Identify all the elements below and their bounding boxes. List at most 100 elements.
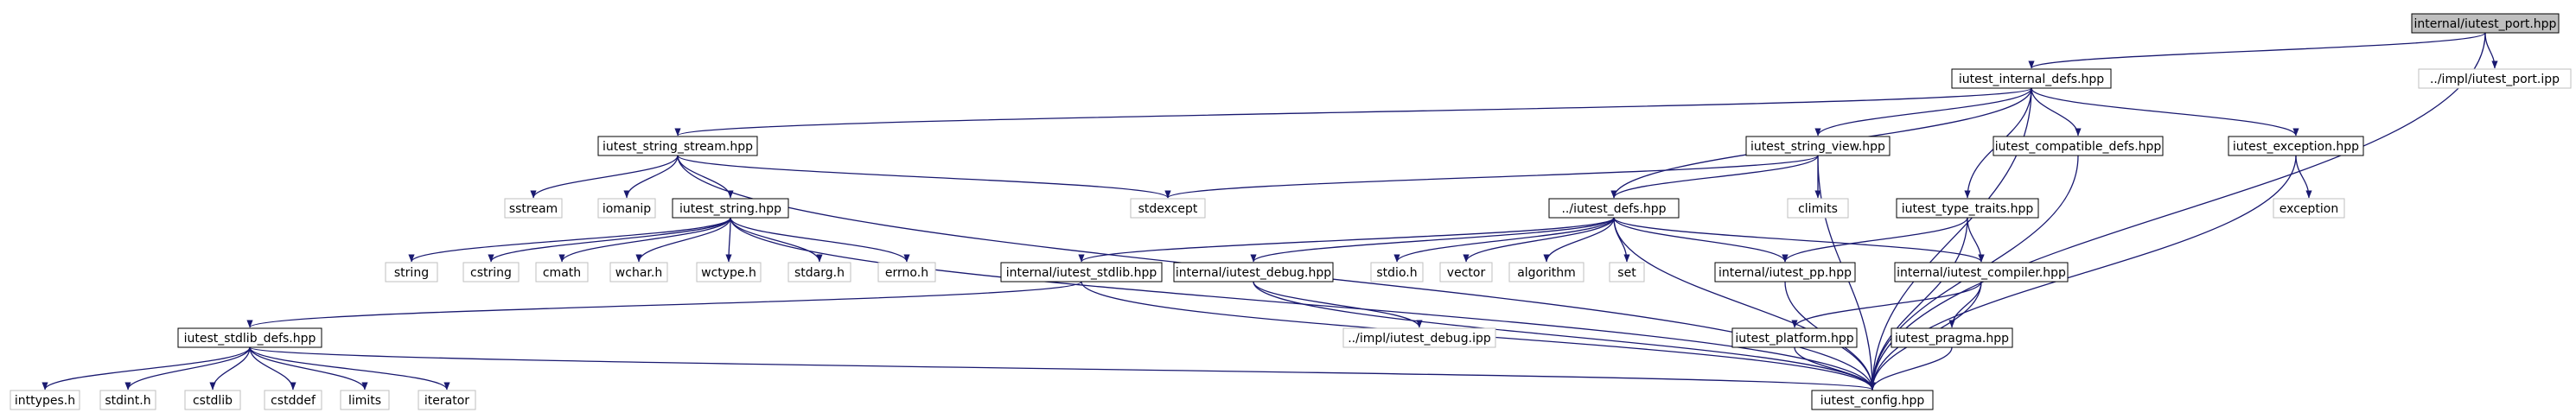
node-wctype: wctype.h (696, 262, 762, 283)
node-box-stdlib_defs (177, 327, 322, 348)
node-compatible_defs[interactable]: iutest_compatible_defs.hpp (1993, 136, 2164, 156)
node-box-stdarg (787, 262, 851, 283)
node-platform_hpp[interactable]: iutest_platform.hpp (1731, 327, 1858, 348)
node-label-impl_debug: ../impl/iutest_debug.ipp (1348, 332, 1491, 346)
node-stdarg: stdarg.h (787, 262, 851, 283)
node-impl_port: ../impl/iutest_port.ipp (2418, 68, 2572, 89)
node-pp_hpp[interactable]: internal/iutest_pp.hpp (1714, 262, 1856, 283)
node-box-exception_hpp (2228, 136, 2364, 156)
edge-iutest_defs-to-stdio (1393, 217, 1615, 263)
edge-string_stream-to-stdexcept (677, 155, 1171, 199)
node-label-type_traits: iutest_type_traits.hpp (1902, 202, 2034, 216)
node-iterator: iterator (418, 390, 476, 410)
edge-stdlib_defs-to-limits (249, 346, 368, 390)
edge-iutest_defs-to-stdlib_hpp (1078, 217, 1615, 263)
node-box-string_hpp (672, 198, 789, 219)
node-label-stdio: stdio.h (1376, 266, 1417, 280)
edge-iutest_defs-to-pp_hpp (1613, 217, 1789, 263)
node-exception_hpp[interactable]: iutest_exception.hpp (2228, 136, 2364, 156)
node-string_hpp[interactable]: iutest_string.hpp (672, 198, 789, 219)
node-box-iterator (418, 390, 476, 410)
node-label-root: internal/iutest_port.hpp (2414, 17, 2557, 31)
edge-string_stream-to-sstream (530, 155, 679, 199)
node-box-platform_hpp (1731, 327, 1858, 348)
edge-internal_defs-to-string_view (1814, 87, 2032, 136)
edge-stdlib_defs-to-stdint (124, 346, 251, 390)
node-box-compatible_defs (1993, 136, 2164, 156)
node-box-wctype (696, 262, 762, 283)
node-vector: vector (1439, 262, 1493, 283)
node-box-string_stream (597, 136, 758, 156)
node-climits: climits (1787, 198, 1849, 219)
node-box-compiler_hpp (1894, 262, 2069, 283)
node-label-cmath: cmath (543, 266, 581, 280)
node-box-root (2411, 13, 2560, 34)
node-label-stdexcept: stdexcept (1138, 202, 1198, 216)
node-label-exception_std: exception (2280, 202, 2338, 216)
node-label-pragma_hpp: iutest_pragma.hpp (1895, 332, 2009, 346)
node-box-cstdlib (184, 390, 241, 410)
edge-string_hpp-to-errno (730, 217, 910, 263)
node-box-inttypes (10, 390, 80, 410)
node-label-string_std: string (394, 266, 429, 280)
node-box-config_hpp (1811, 390, 1934, 410)
node-box-sstream (504, 198, 563, 219)
node-root[interactable]: internal/iutest_port.hpp (2411, 13, 2560, 34)
node-cstdlib: cstdlib (184, 390, 241, 410)
node-errno: errno.h (877, 262, 936, 283)
node-internal_defs[interactable]: iutest_internal_defs.hpp (1951, 68, 2112, 89)
edge-internal_defs-to-compatible_defs (2031, 87, 2082, 136)
node-stdexcept: stdexcept (1130, 198, 1206, 219)
node-compiler_hpp[interactable]: internal/iutest_compiler.hpp (1894, 262, 2069, 283)
edge-root-to-impl_port (2484, 32, 2498, 69)
node-label-pp_hpp: internal/iutest_pp.hpp (1718, 266, 1852, 280)
node-cstring: cstring (462, 262, 520, 283)
node-type_traits[interactable]: iutest_type_traits.hpp (1896, 198, 2039, 219)
edge-stdlib_defs-to-cstdlib (209, 346, 251, 390)
edge-iutest_defs-to-debug_hpp (1250, 217, 1615, 263)
node-label-impl_port: ../impl/iutest_port.ipp (2430, 73, 2560, 86)
node-label-stdint: stdint.h (105, 394, 150, 408)
node-debug_hpp[interactable]: internal/iutest_debug.hpp (1173, 262, 1334, 283)
node-stdint: stdint.h (99, 390, 156, 410)
node-label-sstream: sstream (509, 202, 558, 216)
node-pragma_hpp[interactable]: iutest_pragma.hpp (1891, 327, 2013, 348)
edge-string_hpp-to-wctype (725, 217, 732, 263)
edge-debug_hpp-to-config_hpp (1253, 281, 1876, 390)
node-box-impl_debug (1342, 327, 1496, 348)
node-iutest_defs[interactable]: ../iutest_defs.hpp (1548, 198, 1680, 219)
node-label-algorithm: algorithm (1517, 266, 1576, 280)
edge-stdlib_defs-to-iterator (249, 346, 450, 390)
node-string_stream[interactable]: iutest_string_stream.hpp (597, 136, 758, 156)
node-cmath: cmath (535, 262, 589, 283)
node-algorithm: algorithm (1508, 262, 1584, 283)
edge-string_stream-to-iomanip (623, 155, 679, 199)
dependency-edges (41, 32, 2498, 390)
node-box-pragma_hpp (1891, 327, 2013, 348)
edge-compiler_hpp-to-pragma_hpp (1948, 281, 1982, 328)
node-label-string_hpp: iutest_string.hpp (679, 202, 781, 216)
node-box-type_traits (1896, 198, 2039, 219)
edge-string_view-to-stdexcept (1164, 155, 1819, 199)
node-box-internal_defs (1951, 68, 2112, 89)
node-box-limits (340, 390, 390, 410)
node-label-wchar: wchar.h (615, 266, 662, 280)
node-stdio: stdio.h (1370, 262, 1424, 283)
edge-iutest_defs-to-algorithm (1543, 217, 1615, 263)
node-string_view[interactable]: iutest_string_view.hpp (1745, 136, 1891, 156)
node-label-string_view: iutest_string_view.hpp (1750, 140, 1885, 154)
node-stdlib_hpp[interactable]: internal/iutest_stdlib.hpp (1000, 262, 1163, 283)
node-config_hpp[interactable]: iutest_config.hpp (1811, 390, 1934, 410)
node-box-cstring (462, 262, 520, 283)
node-label-iomanip: iomanip (603, 202, 651, 216)
node-box-cmath (535, 262, 589, 283)
edge-type_traits-to-config_hpp (1869, 217, 1968, 390)
edge-pragma_hpp-to-config_hpp (1869, 346, 1953, 390)
node-stdlib_defs[interactable]: iutest_stdlib_defs.hpp (177, 327, 322, 348)
node-label-limits: limits (348, 394, 381, 408)
node-label-cstddef: cstddef (271, 394, 316, 408)
node-limits: limits (340, 390, 390, 410)
edge-string_hpp-to-string_std (408, 217, 731, 263)
edge-internal_defs-to-exception_hpp (2031, 87, 2299, 136)
node-iomanip: iomanip (597, 198, 656, 219)
